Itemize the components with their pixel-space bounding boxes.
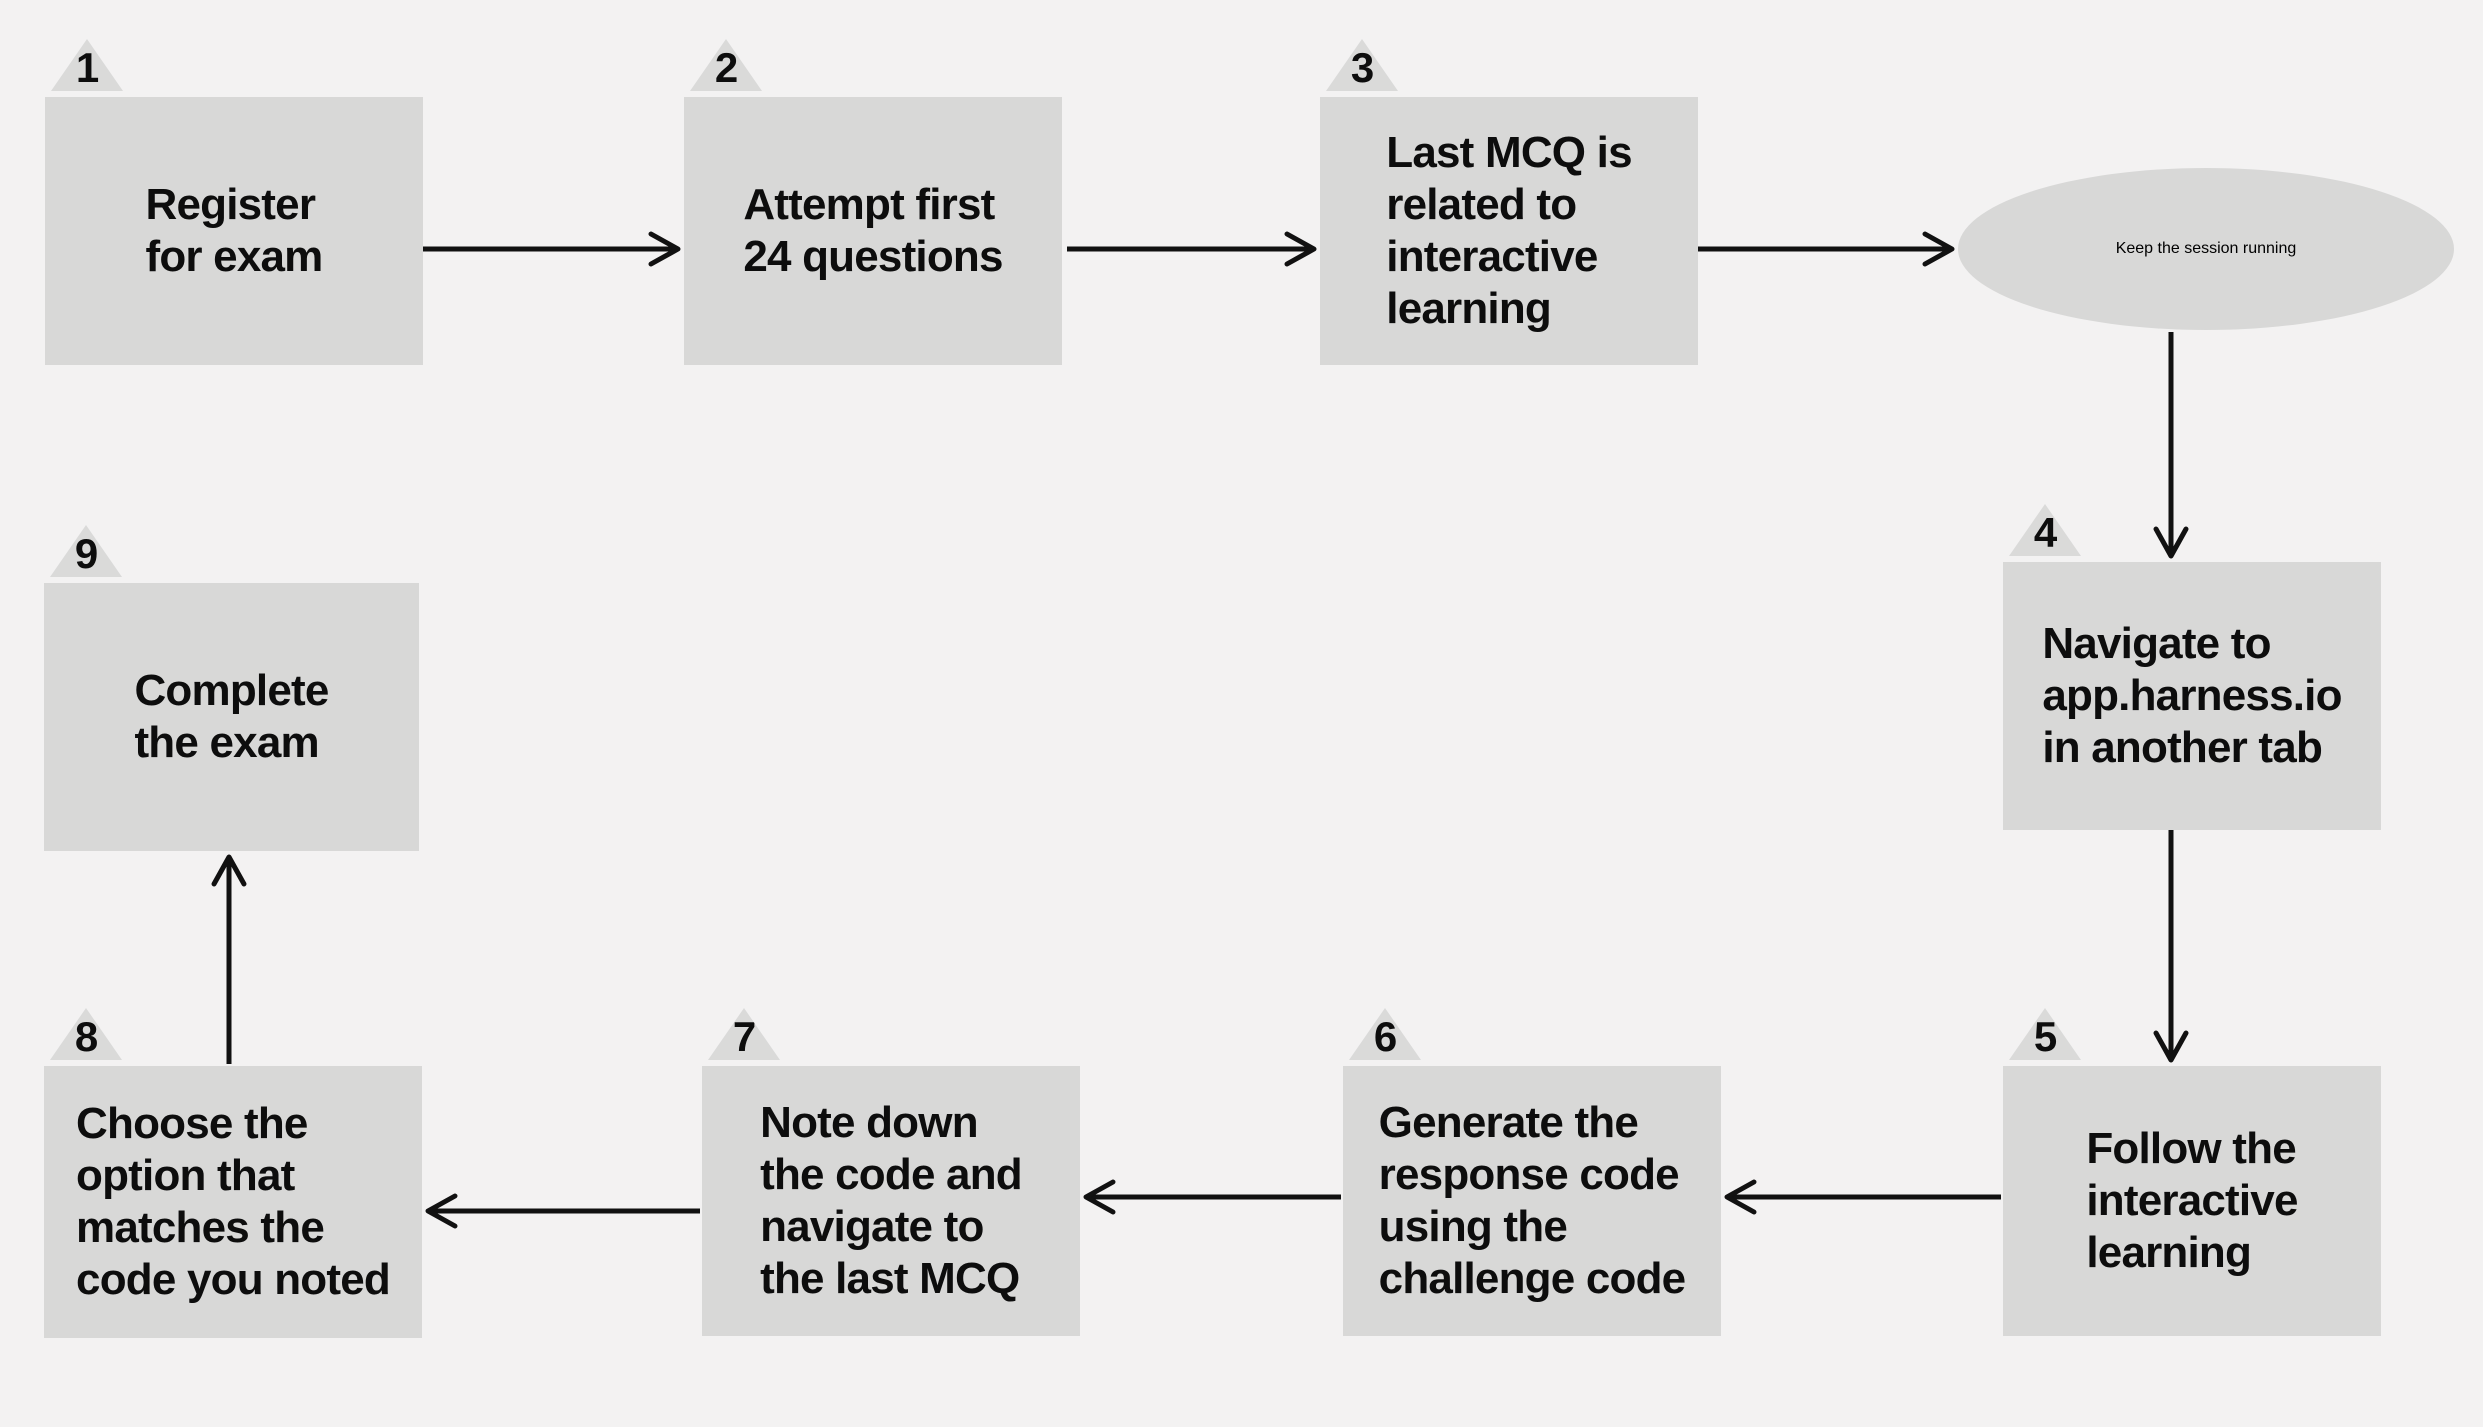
step-number-badge-1: 1	[51, 39, 123, 91]
step-label-1: Register for exam	[145, 180, 323, 281]
step-label-2: Attempt first 24 questions	[743, 180, 1003, 281]
terminal-ellipse: Keep the session running	[1958, 168, 2454, 330]
step-number-9: 9	[74, 530, 98, 577]
step-label-5: Follow the interactive learning	[2086, 1124, 2298, 1277]
step-label-7: Note down the code and navigate to the l…	[760, 1098, 1023, 1303]
step-number-badge-3: 3	[1326, 39, 1398, 91]
step-label-6: Generate the response code using the cha…	[1378, 1098, 1686, 1303]
step-box-8: Choose the option that matches the code …	[44, 1066, 422, 1338]
step-number-2: 2	[714, 44, 738, 91]
step-box-2: Attempt first 24 questions	[684, 97, 1062, 365]
step-number-badge-5: 5	[2009, 1008, 2081, 1060]
step-label-9: Complete the exam	[134, 666, 329, 767]
terminal-label: Keep the session running	[2115, 240, 2297, 257]
step-number-3: 3	[1350, 44, 1374, 91]
step-box-7: Note down the code and navigate to the l…	[702, 1066, 1080, 1336]
step-number-8: 8	[74, 1013, 98, 1060]
step-number-badge-2: 2	[690, 39, 762, 91]
step-box-5: Follow the interactive learning	[2003, 1066, 2381, 1336]
step-label-3: Last MCQ is related to interactive learn…	[1386, 128, 1632, 333]
step-number-badge-6: 6	[1349, 1008, 1421, 1060]
step-number-7: 7	[732, 1013, 756, 1060]
step-number-1: 1	[75, 44, 99, 91]
step-number-badge-8: 8	[50, 1008, 122, 1060]
step-label-8: Choose the option that matches the code …	[76, 1099, 391, 1304]
step-number-5: 5	[2033, 1013, 2057, 1060]
step-label-4: Navigate to app.harness.io in another ta…	[2042, 619, 2342, 772]
step-box-1: Register for exam	[45, 97, 423, 365]
step-box-6: Generate the response code using the cha…	[1343, 1066, 1721, 1336]
step-number-badge-4: 4	[2009, 504, 2081, 556]
step-number-6: 6	[1373, 1013, 1397, 1060]
step-box-3: Last MCQ is related to interactive learn…	[1320, 97, 1698, 365]
step-box-4: Navigate to app.harness.io in another ta…	[2003, 562, 2381, 830]
step-box-9: Complete the exam	[44, 583, 419, 851]
step-number-badge-7: 7	[708, 1008, 780, 1060]
step-number-4: 4	[2033, 509, 2057, 556]
step-number-badge-9: 9	[50, 525, 122, 577]
